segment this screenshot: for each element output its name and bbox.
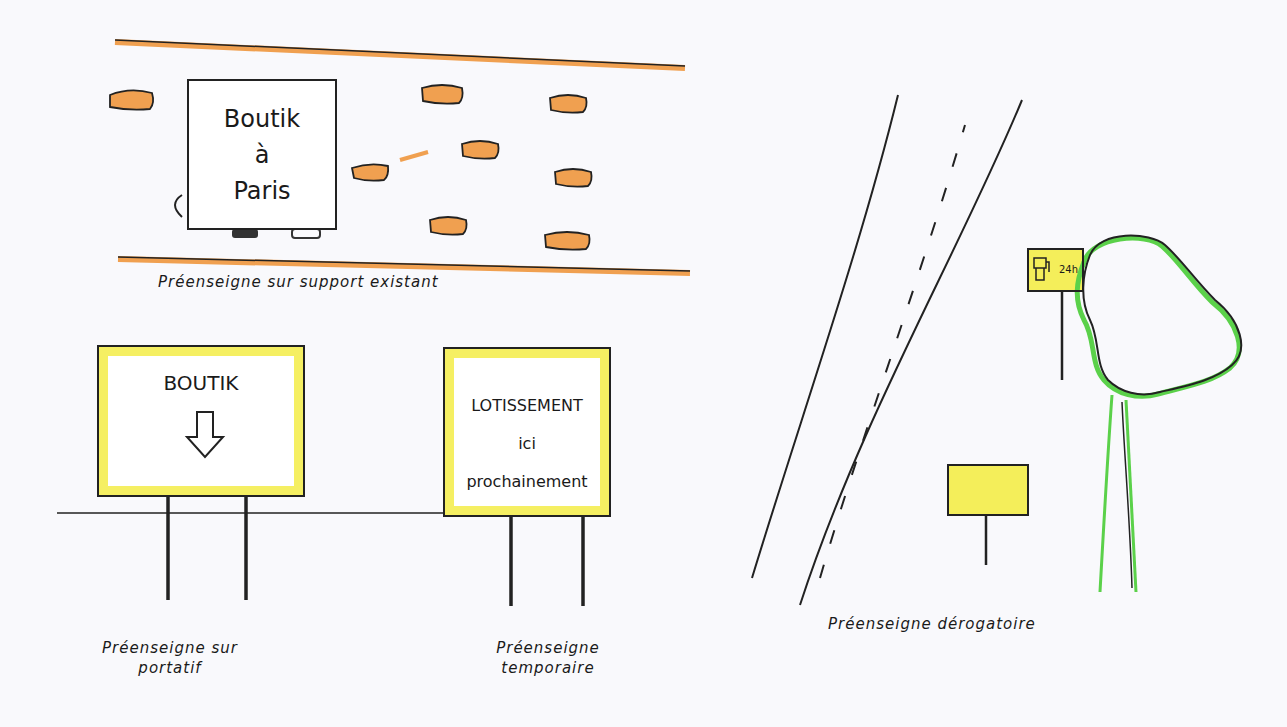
sign-text: Boutik à Paris (224, 101, 300, 209)
paving-stones (110, 85, 592, 250)
street-edge (115, 40, 685, 66)
caption: Préenseigne dérogatoire (828, 614, 1108, 634)
portable-sign: BOUTIK (97, 345, 305, 497)
street-edge (118, 257, 690, 271)
caption: Préenseigne sur portatif (100, 638, 240, 679)
roadside-sign (948, 465, 1028, 515)
road-edge (752, 95, 898, 578)
down-arrow (187, 412, 223, 457)
ground-line (57, 512, 585, 514)
sign-text: LOTISSEMENT ici prochainement (466, 387, 587, 501)
tree-canopy (1077, 238, 1239, 396)
vehicle-detail (175, 195, 182, 217)
vehicle-wheel (232, 229, 258, 238)
street-edge (118, 259, 690, 273)
tree-trunk (1122, 402, 1132, 588)
sign-post (581, 517, 585, 606)
street-edge (115, 42, 685, 68)
derogatory-sign: 24h (1027, 248, 1084, 292)
pump-icon (1034, 258, 1049, 280)
sign-face (445, 349, 609, 515)
caption: Préenseigne temporaire (478, 638, 618, 679)
sign-post (985, 515, 988, 565)
paint-stroke (400, 152, 428, 160)
sign-post (1061, 292, 1064, 380)
road-centre-line (820, 125, 965, 578)
caption: Préenseigne sur support existant (158, 272, 598, 292)
sign-face (99, 347, 303, 495)
vehicle-wheel (292, 229, 320, 238)
shop-sign-box: Boutik à Paris (187, 79, 337, 230)
temporary-sign: LOTISSEMENT ici prochainement (443, 347, 611, 517)
tree-trunk (1100, 395, 1112, 592)
sign-text: BOUTIK (164, 371, 239, 395)
sign-face (189, 81, 335, 228)
road-edge (800, 100, 1022, 605)
sign-text: 24h (1059, 264, 1078, 276)
tree-canopy (1083, 236, 1241, 395)
sign-post (509, 517, 513, 606)
